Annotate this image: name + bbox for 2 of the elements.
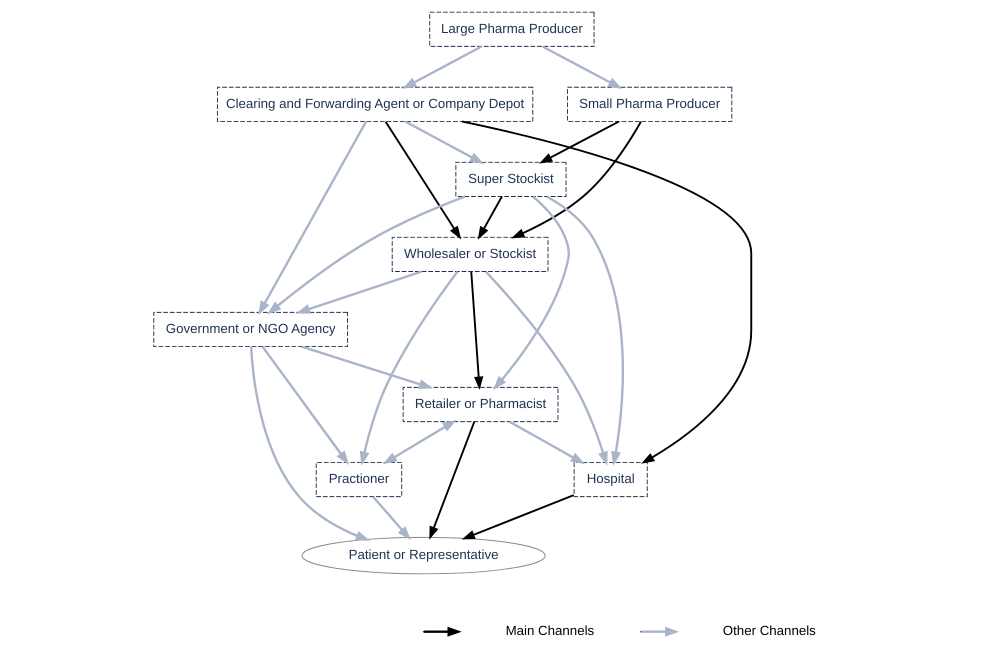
legend-label: Main Channels bbox=[506, 623, 594, 638]
legend-label: Other Channels bbox=[722, 623, 816, 638]
